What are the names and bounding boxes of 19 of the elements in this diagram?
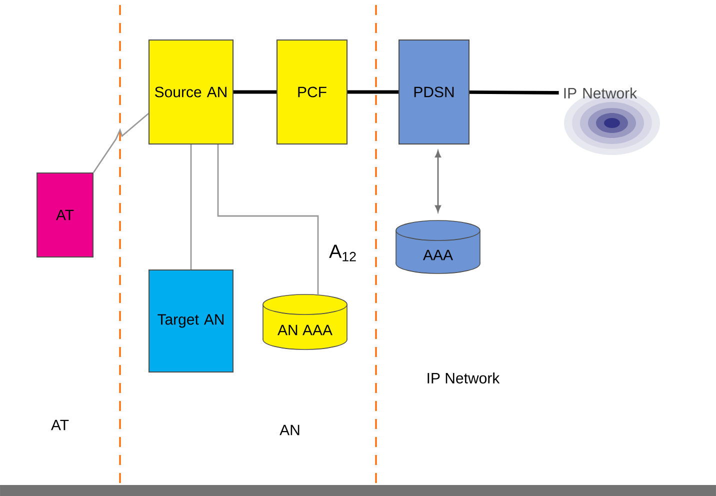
- region-label: AN: [280, 424, 300, 436]
- connector: [190, 144, 192, 270]
- network-box: Target AN: [148, 270, 234, 372]
- connector: [217, 144, 319, 295]
- network-box: PCF: [276, 40, 348, 144]
- region-label: AT: [51, 420, 69, 430]
- connector: [469, 90, 559, 94]
- connector: [435, 150, 441, 212]
- database-cylinder: AAA: [396, 220, 480, 274]
- network-box: Source AN: [148, 40, 234, 144]
- connector: [234, 90, 276, 94]
- network-cloud: IP Network: [564, 88, 660, 155]
- edge-label: A$_{12}$: [328, 244, 358, 262]
- network-box: PDSN: [398, 40, 470, 144]
- region-label: IP Network: [428, 372, 500, 384]
- connector: [92, 112, 149, 173]
- network-box: AT: [36, 172, 94, 258]
- connector: [348, 90, 398, 94]
- database-cylinder: AN AAA: [262, 294, 348, 350]
